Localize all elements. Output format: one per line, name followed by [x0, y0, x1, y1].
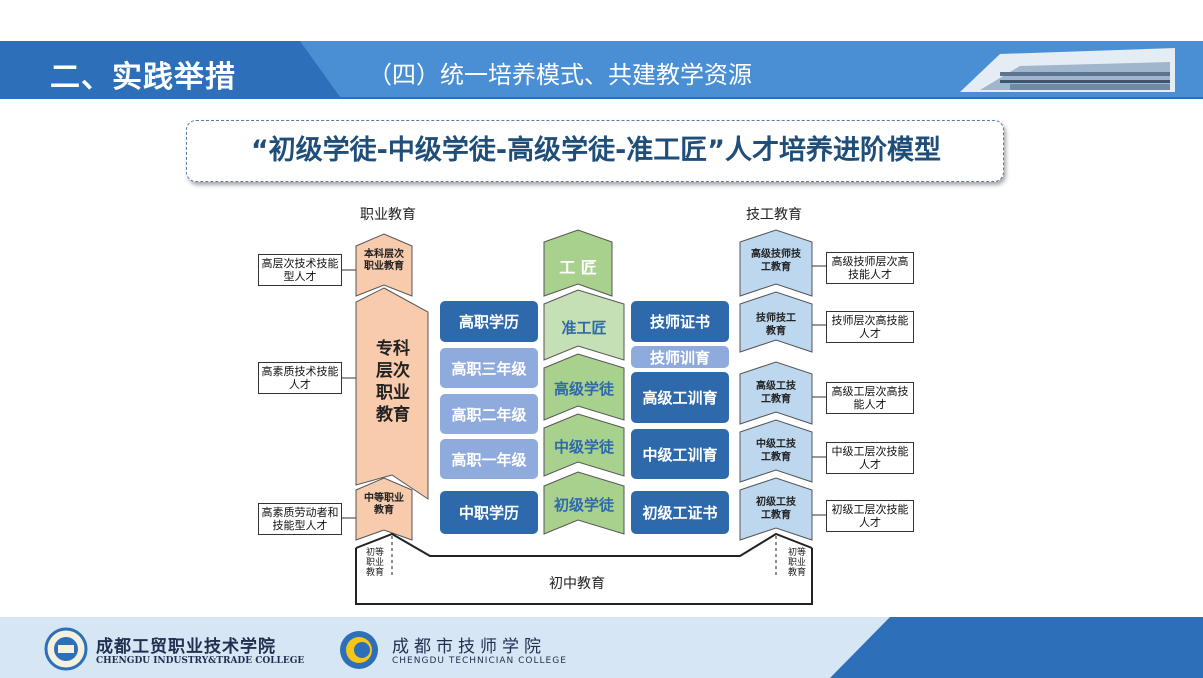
junior-worker-certificate-pill: 初级工证书 [631, 491, 729, 534]
senior-worker-chevron [739, 361, 813, 425]
base-frame [355, 548, 813, 605]
senior-technician-stage-label: 高级技师技工教育 [751, 249, 801, 273]
quasi-craftsman-chevron [543, 289, 625, 361]
bachelor-stage-chevron [355, 233, 413, 297]
college-stage-chevron [355, 287, 429, 500]
right-talent-box: 中级工层次技能人才 [826, 442, 914, 474]
craftsman-chevron [543, 229, 613, 297]
junior-apprentice-chevron [543, 471, 625, 535]
college1-logo-icon [44, 627, 88, 671]
intermediate-apprentice-label: 中级学徒 [553, 438, 614, 456]
header-section-block [0, 41, 340, 97]
intermediate-worker-training-pill: 中级工训育 [631, 429, 729, 479]
right-talent-box: 高级技师层次高技能人才 [826, 252, 914, 284]
building-photo-icon [960, 48, 1175, 92]
senior-worker-stage-label: 高级工技工教育 [756, 381, 796, 405]
college-stage-label: 专科层次职业教育 [376, 339, 410, 425]
technician-chevron [739, 291, 813, 353]
secondary-vocational-diploma-pill: 中职学历 [440, 491, 538, 534]
technical-primary-label: 初等职业教育 [787, 548, 806, 578]
college1-name-en: CHENGDU INDUSTRY&TRADE COLLEGE [96, 656, 305, 666]
senior-worker-training-pill: 高级工训育 [631, 372, 729, 423]
model-title-frame [186, 120, 1004, 182]
left-talent-box: 高素质劳动者和技能型人才 [258, 503, 342, 535]
vocational-education-label: 职业教育 [360, 207, 416, 223]
model-title: “初级学徒-中级学徒-高级学徒-准工匠”人才培养进阶模型 [250, 135, 942, 166]
technician-certificate-pill: 技师证书 [631, 301, 729, 342]
senior-apprentice-chevron [543, 353, 625, 421]
section-subtitle: （四）统一培养模式、共建教学资源 [368, 61, 752, 89]
junior-worker-chevron [739, 477, 813, 541]
senior-apprentice-label: 高级学徒 [553, 380, 614, 398]
right-talent-box: 高级工层次高技能人才 [826, 382, 914, 414]
header-underline [0, 97, 1203, 99]
secondary-stage-label: 中等职业教育 [364, 493, 404, 516]
junior-worker-stage-label: 初级工技工教育 [756, 497, 796, 521]
senior-technician-chevron [739, 229, 813, 297]
right-talent-box: 技师层次高技能人才 [826, 311, 914, 343]
intermediate-worker-chevron [739, 419, 813, 483]
secondary-stage-chevron [355, 477, 413, 541]
base-frame-top [355, 532, 813, 557]
college2-name-en: CHENGDU TECHNICIAN COLLEGE [392, 656, 567, 666]
higher-vocational-year1-pill: 高职一年级 [440, 439, 538, 479]
technical-education-label: 技工教育 [746, 207, 802, 223]
junior-middle-school-label: 初中教育 [549, 576, 605, 592]
section-title: 二、实践举措 [50, 60, 236, 95]
college2-name-cn: 成都市技师学院 [392, 637, 546, 657]
footer-accent [830, 617, 1203, 678]
intermediate-apprentice-chevron [543, 413, 625, 477]
college2-logo-icon [340, 631, 378, 669]
junior-apprentice-label: 初级学徒 [553, 496, 614, 514]
technician-stage-label: 技师技工教育 [756, 313, 796, 337]
left-talent-box: 高层次技术技能型人才 [258, 254, 342, 286]
intermediate-worker-stage-label: 中级工技工教育 [756, 439, 796, 463]
higher-vocational-diploma-pill: 高职学历 [440, 301, 538, 342]
primary-vocational-label: 初等职业教育 [365, 548, 384, 578]
quasi-craftsman-label: 准工匠 [561, 319, 607, 337]
higher-vocational-year2-pill: 高职二年级 [440, 394, 538, 434]
higher-vocational-year3-pill: 高职三年级 [440, 348, 538, 388]
left-talent-box: 高素质技术技能人才 [258, 362, 342, 394]
craftsman-label: 工 匠 [559, 258, 597, 277]
technician-training-pill: 技师训育 [631, 346, 729, 368]
bachelor-stage-label: 本科层次职业教育 [364, 249, 404, 272]
college1-name-cn: 成都工贸职业技术学院 [96, 637, 276, 657]
right-talent-box: 初级工层次技能人才 [826, 500, 914, 532]
